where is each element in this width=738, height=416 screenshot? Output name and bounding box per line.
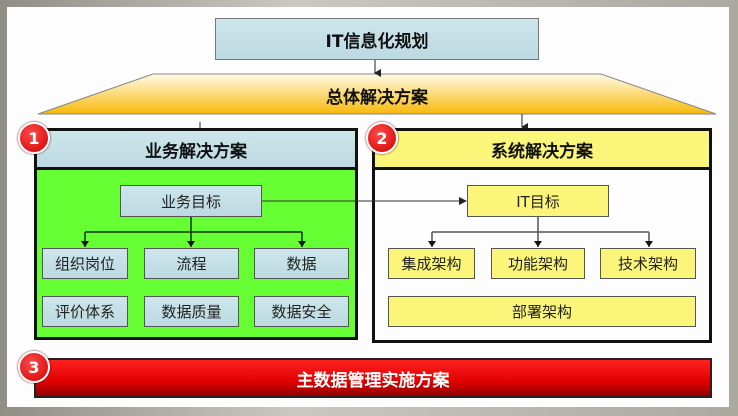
business-item-process: 流程 <box>144 248 239 279</box>
business-item-data-quality: 数据质量 <box>144 296 239 327</box>
business-item-data-security: 数据安全 <box>254 296 349 327</box>
badge-1: 1 <box>18 122 50 154</box>
system-item-function: 功能架构 <box>491 248 585 279</box>
it-goal-label: IT目标 <box>516 192 560 211</box>
system-title: 系统解决方案 <box>491 141 593 162</box>
masterdata-title: 主数据管理实施方案 <box>296 370 450 391</box>
overall-solution-label: 总体解决方案 <box>153 78 601 112</box>
system-item-integration: 集成架构 <box>388 248 475 279</box>
badge-3: 3 <box>18 351 50 383</box>
business-goal-box: 业务目标 <box>120 185 262 217</box>
business-header: 业务解决方案 <box>34 128 358 170</box>
business-item-evaluation: 评价体系 <box>42 296 128 327</box>
system-header: 系统解决方案 <box>372 128 712 170</box>
business-item-org: 组织岗位 <box>42 248 128 279</box>
business-goal-label: 业务目标 <box>160 192 221 211</box>
system-item-deployment: 部署架构 <box>388 296 696 327</box>
system-item-technical: 技术架构 <box>600 248 696 279</box>
badge-2: 2 <box>366 122 398 154</box>
business-title: 业务解决方案 <box>145 141 247 162</box>
overall-trapezoid <box>37 73 717 115</box>
overall-solution-title: 总体解决方案 <box>326 87 428 108</box>
it-goal-box: IT目标 <box>467 185 609 217</box>
business-item-data: 数据 <box>254 248 349 279</box>
masterdata-bar: 主数据管理实施方案 <box>34 358 712 398</box>
it-planning-title: IT信息化规划 <box>325 31 429 52</box>
it-planning-box: IT信息化规划 <box>215 18 539 60</box>
